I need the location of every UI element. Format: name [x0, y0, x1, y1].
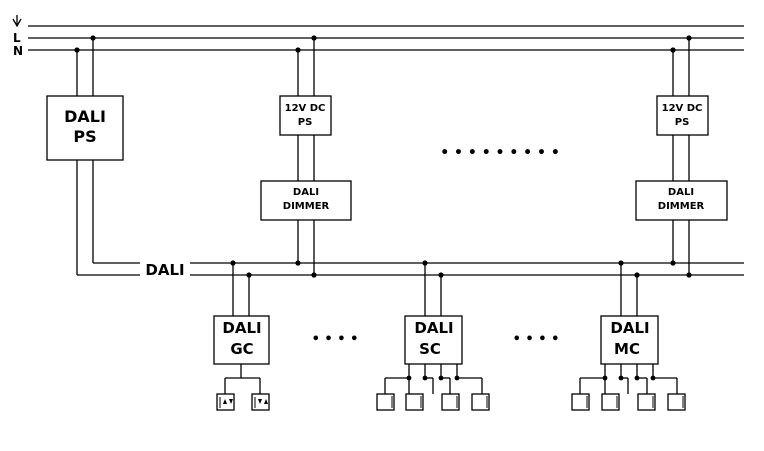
sc-subtitle: SC [419, 340, 441, 358]
dali-ps-box [46, 95, 124, 161]
junction-dots [74, 35, 692, 381]
dali-bus-label: DALI [145, 261, 184, 279]
mc-title: DALI [610, 319, 649, 337]
mc-switch-4 [667, 393, 686, 411]
sc-switch-1 [376, 393, 395, 411]
dimmer-left-subtitle: DIMMER [283, 201, 330, 212]
line-rail-label: L [13, 31, 21, 45]
sc-title: DALI [414, 319, 453, 337]
gc-title: DALI [222, 319, 261, 337]
sc-switch-4 [471, 393, 490, 411]
push-button-ticks [219, 397, 256, 408]
dimmer-right-subtitle: DIMMER [658, 201, 705, 212]
mc-subtitle: MC [614, 340, 640, 358]
gc-box [213, 315, 270, 365]
dali-ps-title: DALI [64, 107, 106, 126]
psu-left-title: 12V DC [285, 103, 326, 114]
mc-switch-2 [601, 393, 620, 411]
psu-right-subtitle: PS [675, 117, 690, 128]
gc-subtitle: GC [230, 340, 253, 358]
mc-switch-3 [637, 393, 656, 411]
dimmer-right-title: DALI [668, 187, 694, 198]
sc-switch-3 [441, 393, 460, 411]
sc-switch-2 [405, 393, 424, 411]
mc-box [600, 315, 659, 365]
push-button-arrows [223, 399, 268, 404]
switch-side-bars [391, 396, 684, 408]
psu-right-title: 12V DC [662, 103, 703, 114]
psu-left-box [279, 95, 332, 136]
psu-right-box [656, 95, 709, 136]
mc-switch-1 [571, 393, 590, 411]
dali-ps-subtitle: PS [73, 127, 96, 146]
dimmer-left-box [260, 180, 352, 221]
ellipsis-upper: • • • • • • • • • [440, 145, 560, 161]
psu-left-subtitle: PS [298, 117, 313, 128]
ellipsis-right: • • • • [513, 332, 560, 347]
sc-box [404, 315, 463, 365]
dimmer-left-title: DALI [293, 187, 319, 198]
dimmer-right-box [635, 180, 728, 221]
ellipsis-left: • • • • [312, 332, 359, 347]
neutral-rail-label: N [13, 44, 23, 58]
